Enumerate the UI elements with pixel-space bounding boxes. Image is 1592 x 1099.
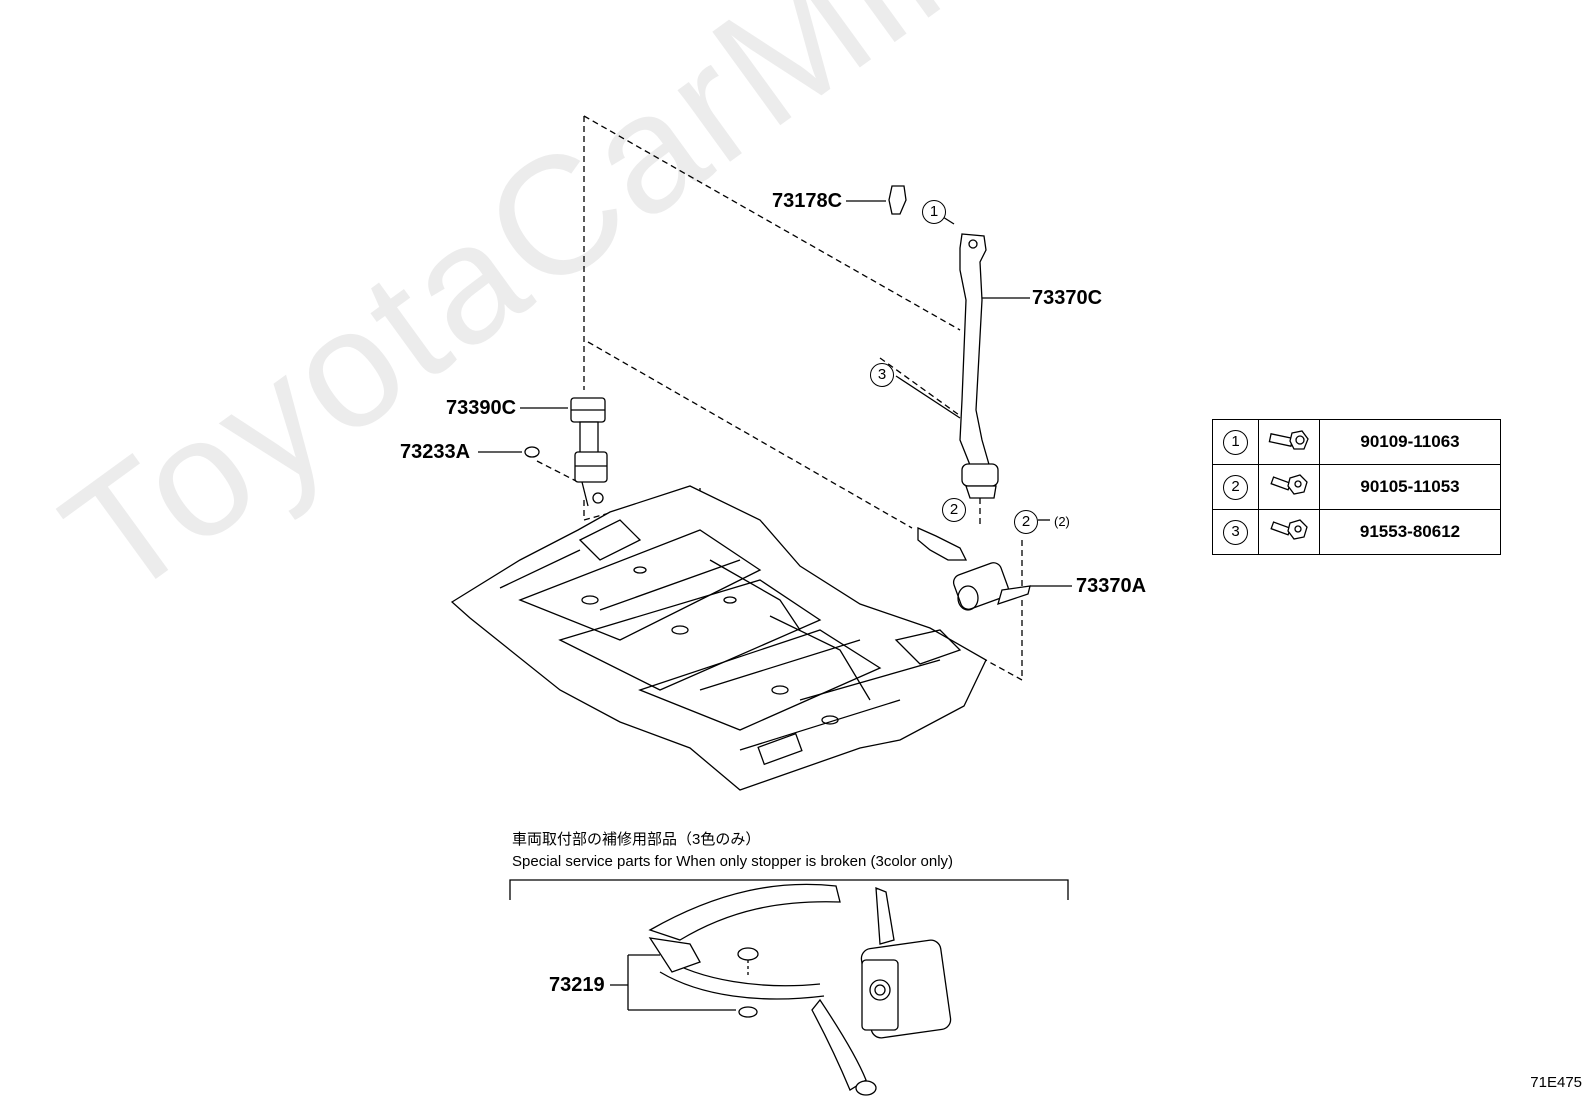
floor-panel [450,485,987,791]
ref-circle-2-second: 2 [1014,510,1038,534]
callout-73178C: 73178C [772,190,843,212]
hex-bolt-icon [1270,473,1308,495]
callout-73219: 73219 [549,974,605,996]
diagram-code: 71E475 [1530,1074,1582,1091]
cap-part [524,446,540,458]
leader-lines [478,200,1072,1011]
bolt-row-1: 1 90109-11063 [1212,419,1501,465]
quantity-note: (2) [1054,514,1070,529]
bolt-row-3: 3 91553-80612 [1212,509,1501,555]
retractor-part [917,526,1031,611]
callout-73390C: 73390C [446,397,517,419]
hex-bolt-icon [1270,518,1308,540]
bolt-row-2: 2 90105-11053 [1212,464,1501,510]
flange-bolt-icon [1268,429,1309,450]
part-number-2: 90105-11053 [1319,464,1501,510]
table-ref-3: 3 [1223,519,1248,545]
clip-upper [737,947,759,961]
clip-lower [738,1006,758,1018]
callout-73233A: 73233A [400,441,471,463]
buckle-part [570,397,608,507]
callout-73370C: 73370C [1032,287,1103,309]
ref-circle-2: 2 [942,498,966,522]
stopper-detail [648,883,952,1096]
callout-73370A: 73370A [1076,575,1147,597]
table-ref-1: 1 [1223,429,1248,455]
part-number-3: 91553-80612 [1319,509,1501,555]
bolt-table: 1 90109-11063 2 90105-11053 [1212,419,1501,555]
upper-belt-part [959,233,999,499]
grommet-part [888,185,907,215]
ref-circle-1: 1 [922,200,946,224]
special-note-english: Special service parts for When only stop… [512,853,954,870]
special-parts-bracket [509,879,1069,900]
special-note-japanese: 車両取付部の補修用部品（3色のみ） [512,831,761,848]
table-ref-2: 2 [1223,474,1248,500]
part-number-1: 90109-11063 [1319,419,1501,465]
ref-circle-3: 3 [870,363,894,387]
